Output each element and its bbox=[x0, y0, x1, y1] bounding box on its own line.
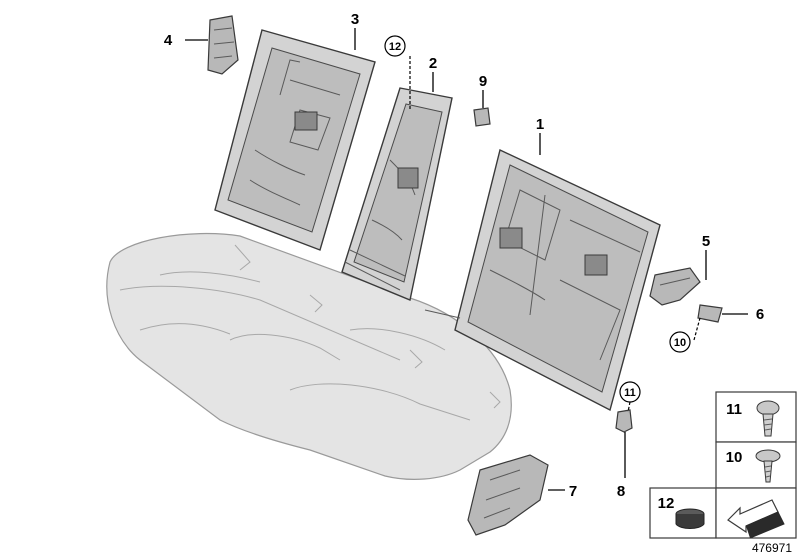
callout-3: 3 bbox=[351, 11, 359, 28]
callout-9: 9 bbox=[479, 73, 487, 90]
legend-label-11: 11 bbox=[726, 401, 742, 418]
callout-4: 4 bbox=[164, 32, 173, 49]
callout-8: 8 bbox=[617, 483, 625, 500]
flange-bolt-head-icon bbox=[755, 449, 781, 463]
legend-item-10: 10 bbox=[715, 441, 797, 489]
leader-11 bbox=[627, 401, 631, 413]
backrest-frame-right bbox=[424, 149, 661, 412]
callout-11-circle bbox=[619, 381, 641, 403]
legend-arrow-box bbox=[715, 487, 797, 539]
legend-label-12: 12 bbox=[658, 495, 675, 512]
callout-11: 11 bbox=[624, 387, 636, 399]
diagram-number: 476971 bbox=[752, 541, 792, 555]
torx-bolt-head-icon bbox=[756, 400, 780, 416]
legend-label-10: 10 bbox=[726, 449, 743, 466]
callout-10: 10 bbox=[674, 337, 686, 349]
callout-2: 2 bbox=[429, 55, 437, 72]
leader-10 bbox=[693, 317, 701, 341]
bracket-part-8 bbox=[615, 409, 633, 433]
arrow-shadow-icon bbox=[745, 511, 785, 539]
legend-item-12: 12 bbox=[649, 487, 717, 539]
callout-12-circle bbox=[384, 35, 406, 57]
callout-10-circle bbox=[669, 331, 691, 353]
callout-5: 5 bbox=[702, 233, 710, 250]
bracket-part-4 bbox=[207, 15, 239, 75]
hinge-part-5 bbox=[649, 267, 701, 306]
direction-arrow-icon bbox=[727, 499, 779, 534]
callout-1: 1 bbox=[536, 116, 544, 133]
backrest-frame-center bbox=[341, 87, 453, 301]
callout-7: 7 bbox=[569, 483, 577, 500]
legend-item-11: 11 bbox=[715, 391, 797, 443]
callout-12: 12 bbox=[389, 41, 401, 53]
cap-body-icon bbox=[675, 514, 705, 529]
callout-6: 6 bbox=[756, 306, 764, 323]
clip-part-9 bbox=[473, 107, 491, 127]
bracket-part-6 bbox=[697, 304, 723, 323]
seat-cushion bbox=[106, 232, 512, 480]
trim-part-7 bbox=[467, 454, 549, 536]
backrest-frame-left bbox=[214, 29, 376, 251]
